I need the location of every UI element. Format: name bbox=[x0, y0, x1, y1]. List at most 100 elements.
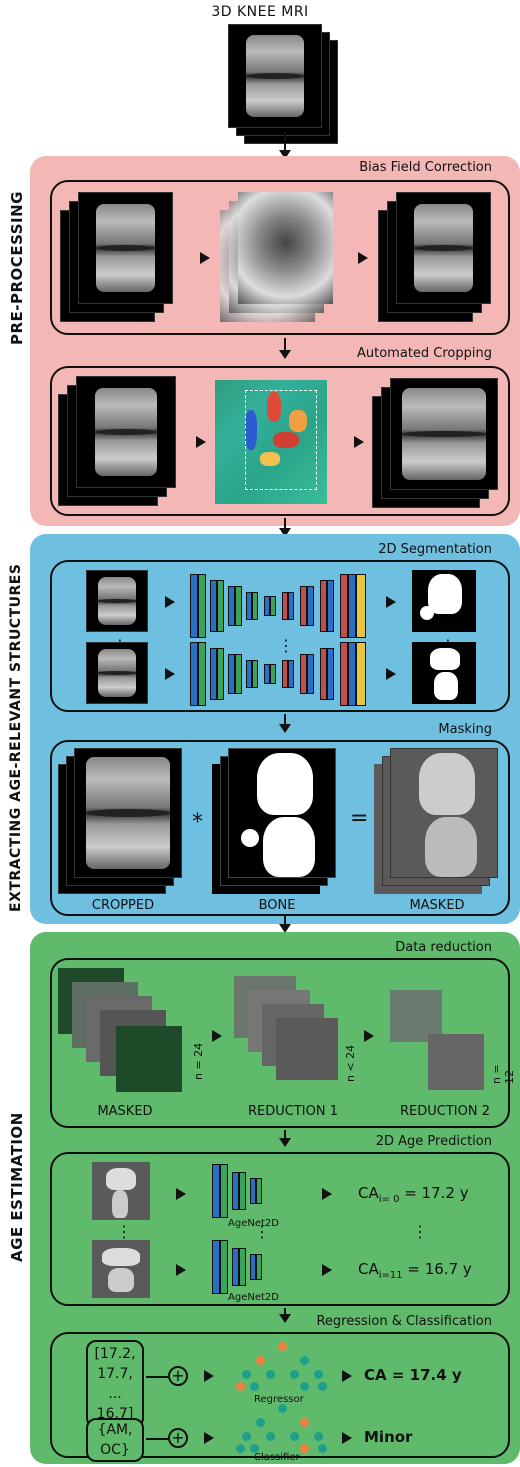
arrow-right bbox=[176, 1188, 186, 1200]
bias-input-mri bbox=[60, 192, 173, 324]
arrow-head bbox=[279, 1314, 291, 1323]
reduction2-label: REDUCTION 2 bbox=[400, 1104, 490, 1119]
segmentation-input-bottom bbox=[86, 642, 148, 704]
arrow-right bbox=[364, 1030, 374, 1042]
bias-field-title: Bias Field Correction bbox=[359, 160, 492, 175]
classifier-tree-icon bbox=[236, 1404, 328, 1454]
arrow-right bbox=[176, 1264, 186, 1276]
nlt24-label: n < 24 bbox=[344, 1044, 357, 1082]
segmentation-box bbox=[50, 560, 510, 712]
arrow-right bbox=[165, 668, 175, 680]
arrow-right bbox=[200, 252, 210, 264]
connector-line bbox=[146, 1438, 168, 1440]
unet-top bbox=[190, 566, 370, 646]
cropping-heatmap bbox=[215, 380, 343, 510]
reduction1-label: REDUCTION 1 bbox=[248, 1104, 338, 1119]
arrow-right bbox=[342, 1432, 352, 1444]
bone-mask bbox=[212, 748, 338, 896]
arrow-right bbox=[354, 436, 364, 448]
masking-cropped-mri bbox=[58, 748, 184, 896]
bias-field-box bbox=[50, 180, 510, 335]
arrow-head bbox=[279, 528, 291, 537]
diagram-title: 3D KNEE MRI bbox=[211, 4, 309, 20]
masked-mri bbox=[374, 748, 500, 896]
bias-field-map bbox=[220, 192, 333, 324]
automated-cropping-title: Automated Cropping bbox=[357, 346, 492, 361]
unet-bottom bbox=[190, 634, 370, 714]
regression-classification-box bbox=[50, 1332, 510, 1458]
masked-reduction-label: MASKED bbox=[97, 1104, 153, 1119]
age-prediction-title: 2D Age Prediction bbox=[375, 1134, 492, 1149]
segmentation-title: 2D Segmentation bbox=[378, 542, 492, 557]
ca-top: CAi= 0 = 17.2 y bbox=[358, 1184, 469, 1205]
n12-label: n = 12 bbox=[490, 1064, 516, 1084]
arrow-down bbox=[284, 714, 286, 726]
arrow-right bbox=[386, 668, 396, 680]
vertical-ellipsis: ⋮ bbox=[412, 1222, 428, 1241]
data-reduction-title: Data reduction bbox=[395, 940, 492, 955]
classifier-label: Classifier bbox=[254, 1452, 300, 1463]
connector-line bbox=[146, 1376, 168, 1378]
regressor-label: Regressor bbox=[254, 1394, 304, 1405]
arrow-right bbox=[212, 1030, 222, 1042]
n24-label: n = 24 bbox=[192, 1042, 205, 1080]
ca-bottom: CAi=11 = 16.7 y bbox=[358, 1260, 472, 1281]
reduction2-stack bbox=[390, 990, 490, 1100]
regressor-tree-icon bbox=[236, 1342, 328, 1392]
arrow-down bbox=[284, 338, 286, 352]
cropped-label: CROPPED bbox=[91, 898, 155, 913]
arrow-right bbox=[386, 596, 396, 608]
multiply-symbol: * bbox=[192, 810, 203, 835]
arrow-right bbox=[358, 252, 368, 264]
cropping-input-mri bbox=[58, 376, 178, 508]
vertical-ellipsis: ⋮ bbox=[254, 1222, 270, 1241]
minor-result: Minor bbox=[364, 1428, 413, 1446]
age-prediction-box bbox=[50, 1152, 510, 1306]
automated-cropping-box bbox=[50, 366, 510, 516]
prediction-input-bottom bbox=[92, 1240, 150, 1298]
plus-bottom-icon: + bbox=[168, 1428, 188, 1448]
segmentation-input-top bbox=[86, 570, 148, 632]
arrow-down bbox=[284, 518, 286, 530]
arrow-head bbox=[279, 924, 291, 933]
segmentation-output-bottom bbox=[412, 642, 476, 704]
masked-volume-stack bbox=[58, 968, 188, 1098]
masking-box bbox=[50, 740, 510, 916]
prediction-vector: [17.2, 17.7, ... 16.7] bbox=[86, 1340, 144, 1428]
masking-title: Masking bbox=[438, 722, 492, 737]
input-mri-stack bbox=[228, 24, 338, 144]
set-input: {AM, OC} bbox=[86, 1418, 144, 1462]
age-estimation-label: AGE ESTIMATION bbox=[8, 1112, 26, 1262]
arrow-right bbox=[204, 1370, 214, 1382]
agenet-top bbox=[212, 1164, 272, 1220]
arrow-head bbox=[279, 350, 291, 359]
vertical-ellipsis: ⋮ bbox=[278, 636, 294, 655]
arrow-right bbox=[322, 1264, 332, 1276]
equals-symbol: = bbox=[350, 806, 369, 831]
arrow-down bbox=[284, 916, 286, 926]
extracting-label: EXTRACTING AGE-RELEVANT STRUCTURES bbox=[8, 563, 24, 912]
arrow-down bbox=[284, 132, 286, 152]
vertical-ellipsis: ⋮ bbox=[116, 1222, 132, 1241]
arrow-head bbox=[279, 1138, 291, 1147]
regression-classification-title: Regression & Classification bbox=[316, 1314, 492, 1329]
agenet-label-bottom: AgeNet2D bbox=[228, 1292, 279, 1303]
data-reduction-box bbox=[50, 958, 510, 1128]
bias-corrected-mri bbox=[378, 192, 491, 324]
arrow-head bbox=[279, 724, 291, 733]
plus-top-icon: + bbox=[168, 1366, 188, 1386]
preprocessing-label: PRE-PROCESSING bbox=[8, 191, 26, 345]
arrow-right bbox=[165, 596, 175, 608]
prediction-input-top bbox=[92, 1162, 150, 1220]
reduction1-stack bbox=[234, 976, 344, 1096]
ca-result: CA = 17.4 y bbox=[364, 1366, 462, 1384]
arrow-right bbox=[342, 1370, 352, 1382]
agenet-label-top: AgeNet2D bbox=[228, 1218, 279, 1229]
arrow-right bbox=[322, 1188, 332, 1200]
arrow-right bbox=[204, 1432, 214, 1444]
arrow-down bbox=[284, 1308, 286, 1318]
cropped-mri bbox=[372, 378, 500, 510]
masked-label: MASKED bbox=[409, 898, 465, 913]
segmentation-output-top bbox=[412, 570, 476, 632]
arrow-down bbox=[284, 1130, 286, 1140]
